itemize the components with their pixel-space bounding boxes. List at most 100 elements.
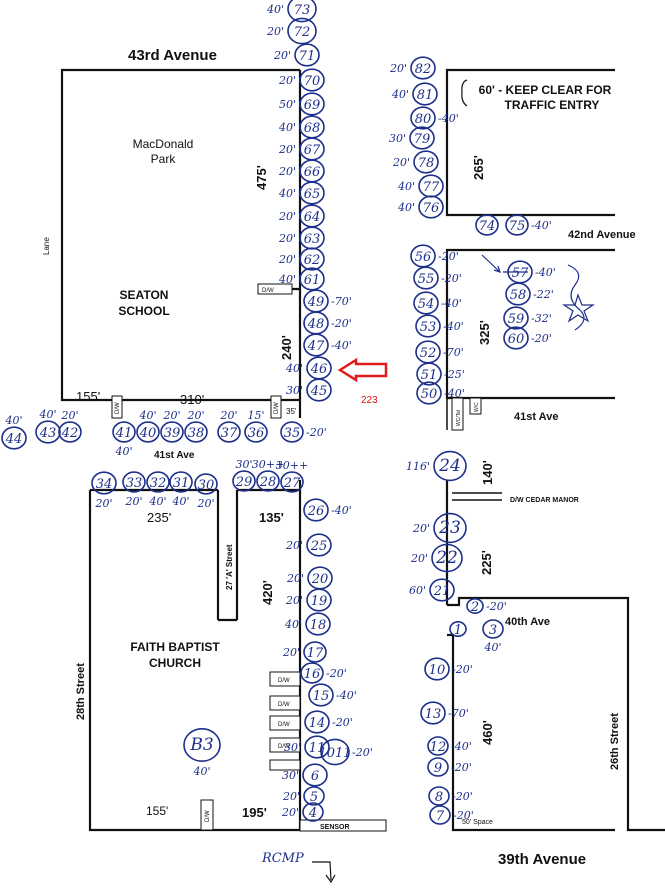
stall-length-14: -20' bbox=[332, 716, 353, 729]
star-icon bbox=[562, 293, 595, 323]
stall-number-18: 18 bbox=[310, 618, 327, 633]
stall-number-64: 64 bbox=[304, 210, 321, 225]
dim-240: 240' bbox=[279, 335, 294, 360]
stall-circle-9 bbox=[427, 757, 449, 777]
stall-circle-23 bbox=[433, 512, 467, 544]
stall-number-72: 72 bbox=[294, 25, 311, 40]
stall-number-20: 20 bbox=[311, 572, 329, 587]
stall-number-53: 53 bbox=[420, 320, 437, 335]
stall-length-34: 20' bbox=[94, 497, 112, 510]
stall-length-59: -32' bbox=[531, 312, 552, 325]
stall-number-52: 52 bbox=[420, 346, 437, 361]
stall-length-2: -20' bbox=[486, 600, 507, 613]
street-41st-ave-west: 41st Ave bbox=[154, 450, 195, 461]
stall-length-B3: 40' bbox=[192, 765, 210, 778]
park-name-line2: Park bbox=[151, 152, 177, 166]
stall-length-18: 40' bbox=[284, 618, 302, 631]
stall-circle-61 bbox=[299, 267, 325, 291]
stall-circle-8 bbox=[428, 786, 450, 806]
stall-circle-69 bbox=[299, 92, 325, 116]
stall-number-32: 32 bbox=[150, 476, 167, 491]
stall-length-64: 20' bbox=[278, 210, 296, 223]
street-27a-street: 27 'A' Street bbox=[225, 544, 234, 590]
stall-length-19: 20' bbox=[285, 594, 303, 607]
stall-number-46: 46 bbox=[310, 362, 328, 377]
stall-circle-36 bbox=[244, 421, 268, 443]
rcmp-note: RCMP bbox=[261, 851, 304, 866]
street-42nd-avenue: 42nd Avenue bbox=[568, 229, 636, 241]
stall-length-31: 40' bbox=[171, 495, 189, 508]
stall-length-30: 20' bbox=[196, 497, 214, 510]
church-name-line1: FAITH BAPTIST bbox=[130, 640, 220, 654]
stall-circle-11 bbox=[304, 735, 330, 759]
driveway-label: D/W bbox=[262, 288, 274, 294]
stall-number-13: 13 bbox=[425, 707, 442, 722]
stall-circle-2 bbox=[466, 597, 484, 614]
stall-length-57: -40' bbox=[535, 266, 556, 279]
stall-length-71: 20' bbox=[273, 49, 291, 62]
stall-length-69: 50' bbox=[279, 98, 296, 111]
stall-circle-32 bbox=[146, 471, 170, 493]
stall-circle-6 bbox=[302, 763, 328, 787]
stall-length-70: 20' bbox=[278, 74, 296, 87]
stall-length-7: -20' bbox=[453, 809, 474, 822]
stall-circle-12 bbox=[427, 736, 449, 756]
stall-number-40: 40 bbox=[139, 426, 157, 441]
stall-number-1: 1 bbox=[454, 623, 462, 638]
wc-label: W/C bbox=[474, 402, 480, 412]
stall-length-11: 30' bbox=[284, 741, 301, 754]
dim-155-south: 155' bbox=[146, 804, 168, 818]
stall-circle-16 bbox=[300, 662, 324, 684]
stall-length-77: 40' bbox=[397, 180, 415, 193]
stall-length-44: 40' bbox=[4, 414, 22, 427]
stall-number-65: 65 bbox=[304, 187, 321, 202]
stall-circle-73 bbox=[287, 0, 317, 23]
driveway-label: D/W bbox=[274, 402, 280, 414]
stall-number-35: 35 bbox=[284, 426, 301, 441]
driveways: D/W D/W D/W WC/Tel W/C D/W D/W D/W D/W D… bbox=[111, 283, 482, 831]
stall-length-82: 20' bbox=[389, 62, 407, 75]
stall-circle-31 bbox=[169, 471, 193, 493]
stall-circle-59 bbox=[503, 306, 529, 330]
stall-length-39: 20' bbox=[162, 409, 180, 422]
stall-circle-28 bbox=[256, 470, 280, 492]
driveway-label: D/W bbox=[205, 810, 211, 822]
stall-length-52: -70' bbox=[443, 346, 464, 359]
stall-circle-40 bbox=[136, 421, 160, 443]
sensor-label: SENSOR bbox=[320, 824, 350, 831]
stall-number-79: 79 bbox=[414, 132, 431, 147]
stall-number-41: 41 bbox=[115, 426, 133, 441]
stall-number-17: 17 bbox=[307, 646, 324, 661]
stall-length-73: 40' bbox=[266, 3, 284, 16]
stall-length-35: -20' bbox=[306, 426, 327, 439]
dim-140: 140' bbox=[480, 460, 495, 485]
wc-tel-label: WC/Tel bbox=[456, 410, 462, 426]
place-labels: MacDonald Park SEATON SCHOOL FAITH BAPTI… bbox=[118, 79, 612, 884]
driveway-label: D/W bbox=[278, 722, 290, 728]
stall-length-22: 20' bbox=[410, 552, 428, 565]
stall-length-60: -20' bbox=[531, 332, 552, 345]
stall-number-26: 26 bbox=[307, 504, 325, 519]
stall-number-19: 19 bbox=[311, 594, 328, 609]
stall-number-62: 62 bbox=[304, 253, 321, 268]
stall-circle-27 bbox=[280, 471, 304, 493]
stall-number-12: 12 bbox=[430, 740, 447, 755]
stall-circle-60 bbox=[503, 326, 529, 350]
stall-circle-41 bbox=[112, 421, 136, 443]
stall-number-68: 68 bbox=[304, 121, 321, 136]
stall-number-63: 63 bbox=[304, 232, 321, 247]
stall-length-80: -40' bbox=[438, 112, 459, 125]
stall-circle-53 bbox=[415, 314, 441, 338]
street-labels: 43rd Avenue 42nd Avenue 41st Ave 41st Av… bbox=[42, 47, 636, 868]
stall-circle-38 bbox=[184, 421, 208, 443]
stall-circle-50 bbox=[416, 381, 442, 405]
stall-length-49: -70' bbox=[331, 295, 352, 308]
lane-label: Lane bbox=[42, 237, 51, 255]
stall-length-81: 40' bbox=[391, 88, 409, 101]
dim-225: 225' bbox=[479, 550, 494, 575]
stall-number-45: 45 bbox=[310, 384, 328, 399]
stall-circle-82 bbox=[410, 56, 436, 80]
stall-circle-4 bbox=[302, 802, 324, 822]
stall-circle-15 bbox=[308, 683, 334, 707]
stall-number-5: 5 bbox=[310, 790, 318, 805]
